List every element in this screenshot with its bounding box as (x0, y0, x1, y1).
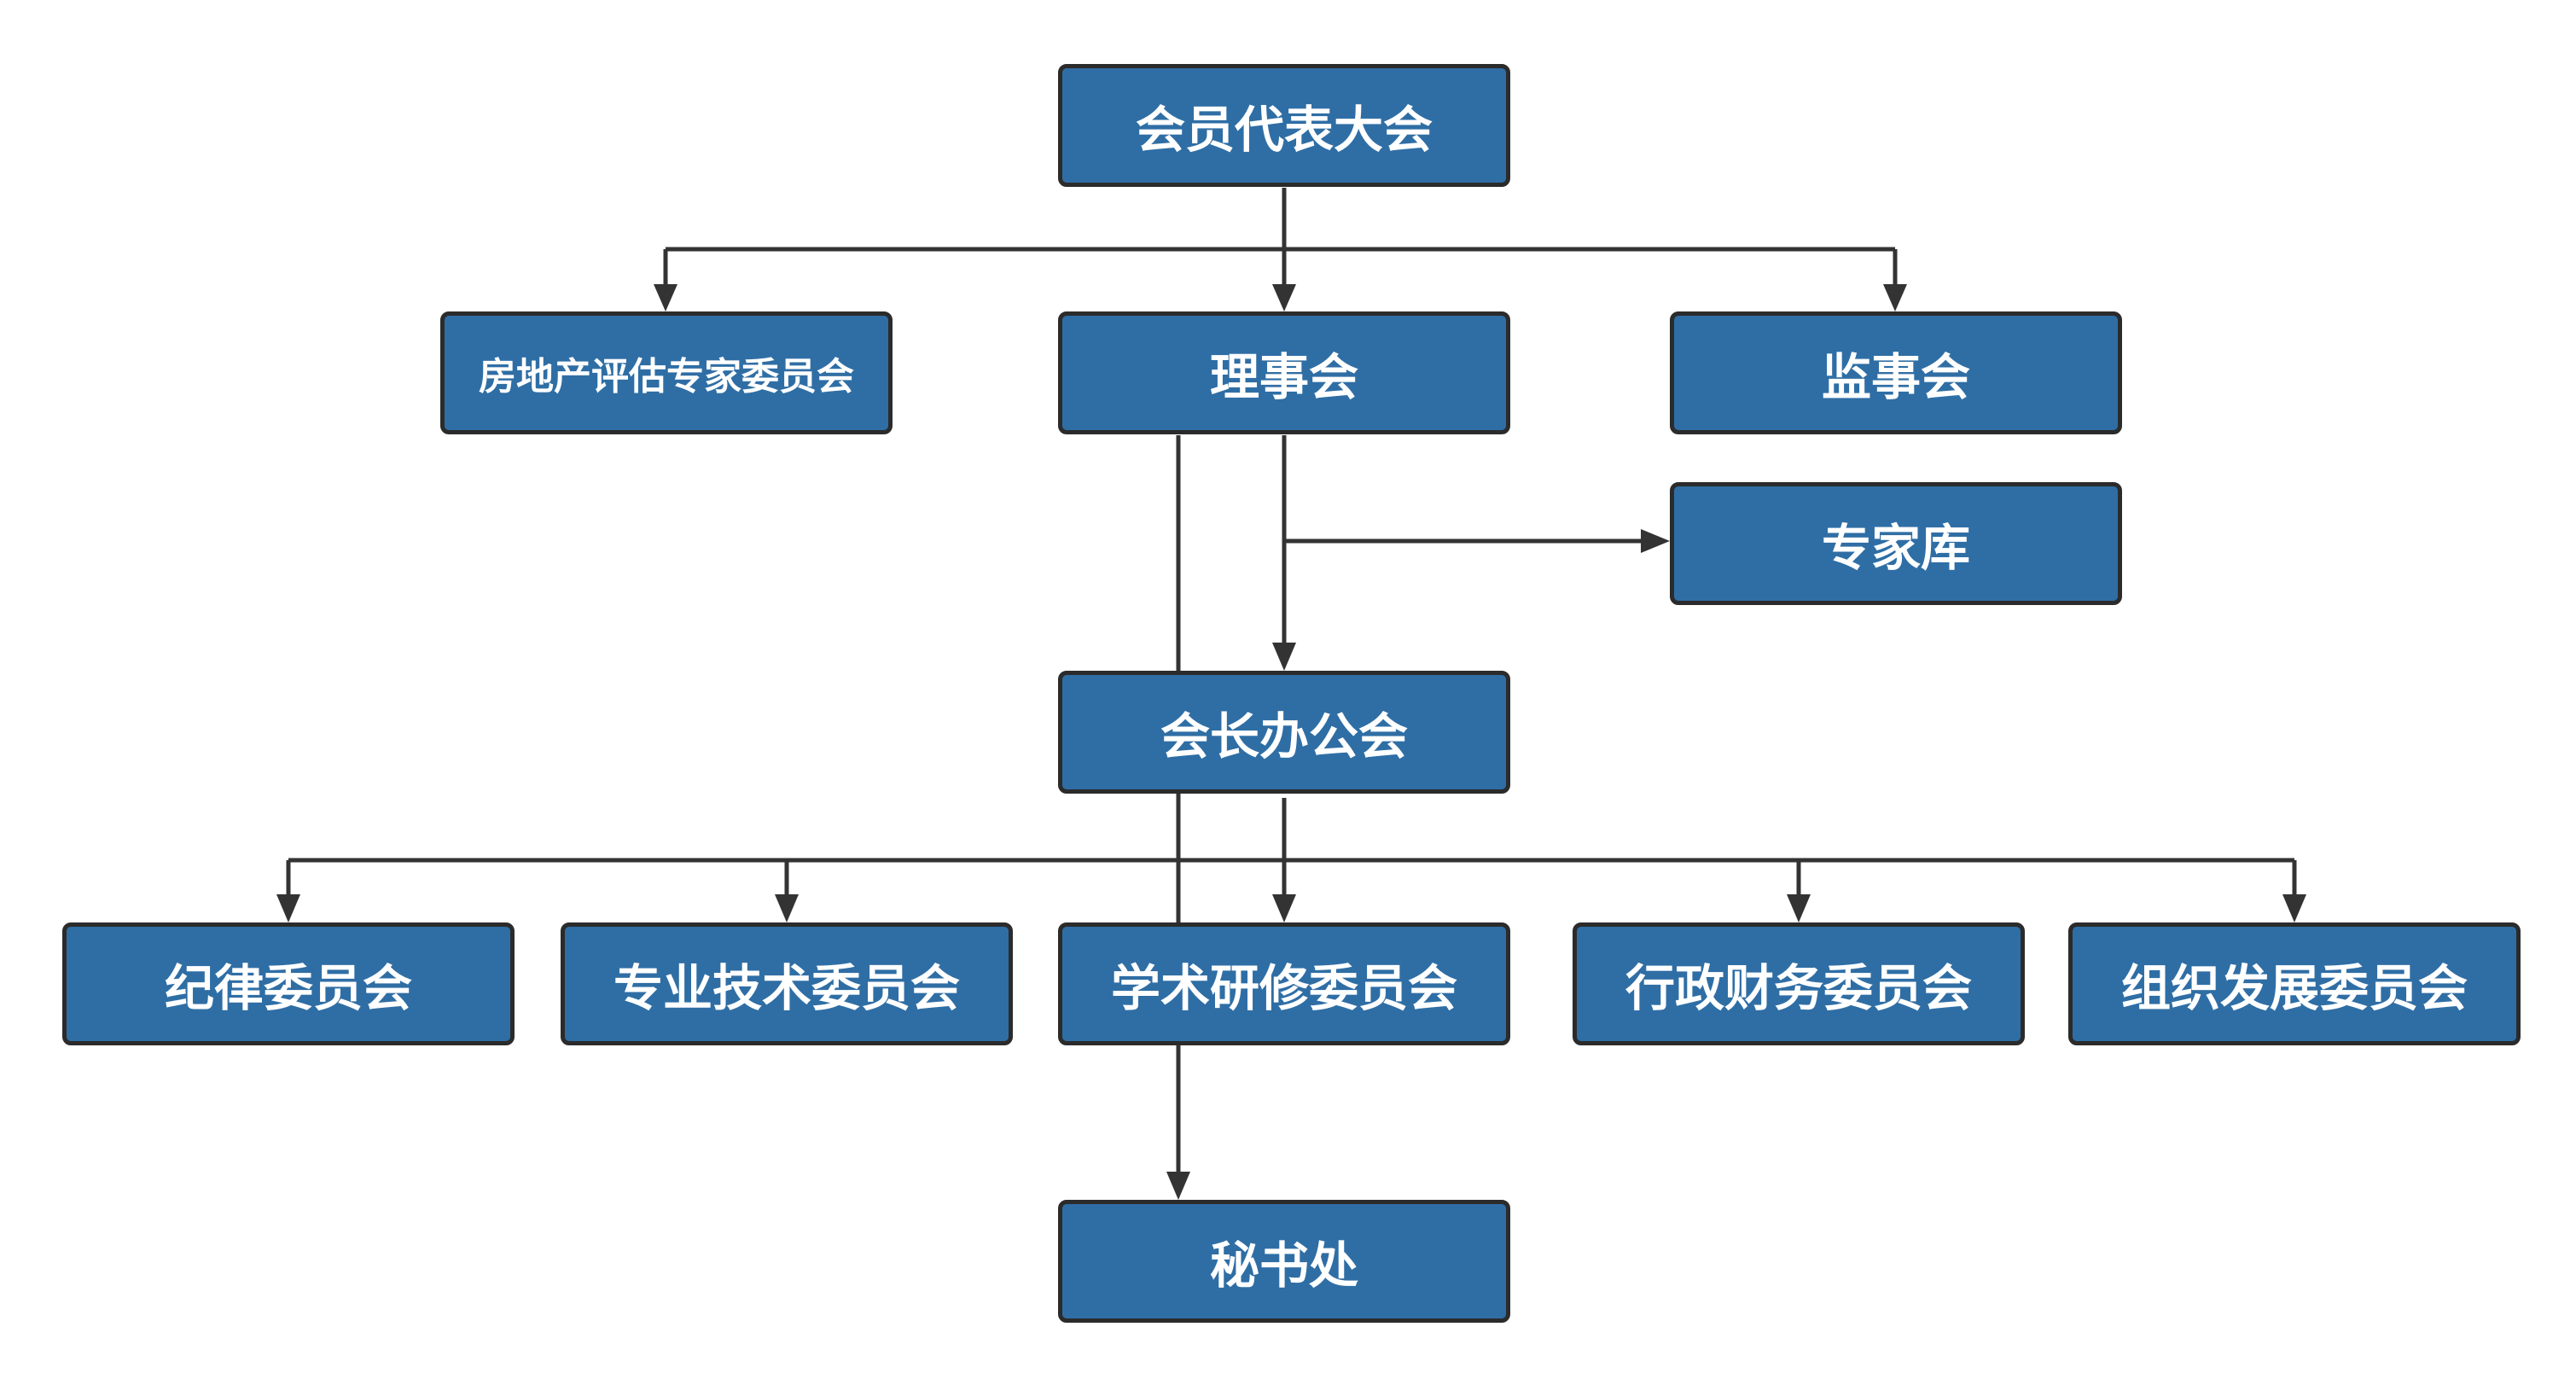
node-council[interactable]: 理事会 (1058, 311, 1510, 434)
node-technical-committee[interactable]: 专业技术委员会 (561, 922, 1013, 1045)
node-presidents-office[interactable]: 会长办公会 (1058, 671, 1510, 794)
node-assembly[interactable]: 会员代表大会 (1058, 64, 1510, 187)
arrowhead-secretariat (1166, 1172, 1190, 1200)
arrowhead-council (1272, 284, 1296, 311)
arrowhead-expert-pool (1641, 529, 1670, 553)
arrowhead-discipline (276, 894, 300, 922)
arrowhead-presidents-office (1272, 643, 1296, 671)
node-finance-committee[interactable]: 行政财务委员会 (1573, 922, 2025, 1045)
node-expert-pool[interactable]: 专家库 (1670, 482, 2122, 605)
node-supervisory-board[interactable]: 监事会 (1670, 311, 2122, 434)
arrowhead-supervisory-board (1883, 284, 1907, 311)
node-discipline-committee[interactable]: 纪律委员会 (62, 922, 515, 1045)
arrowhead-organization (2282, 894, 2306, 922)
arrowhead-expert-committee (654, 284, 677, 311)
arrowhead-finance (1787, 894, 1811, 922)
node-research-committee[interactable]: 学术研修委员会 (1058, 922, 1510, 1045)
node-organization-committee[interactable]: 组织发展委员会 (2068, 922, 2521, 1045)
node-secretariat[interactable]: 秘书处 (1058, 1200, 1510, 1323)
arrowhead-technical (775, 894, 799, 922)
arrowhead-research (1272, 894, 1296, 922)
node-expert-committee[interactable]: 房地产评估专家委员会 (440, 311, 893, 434)
